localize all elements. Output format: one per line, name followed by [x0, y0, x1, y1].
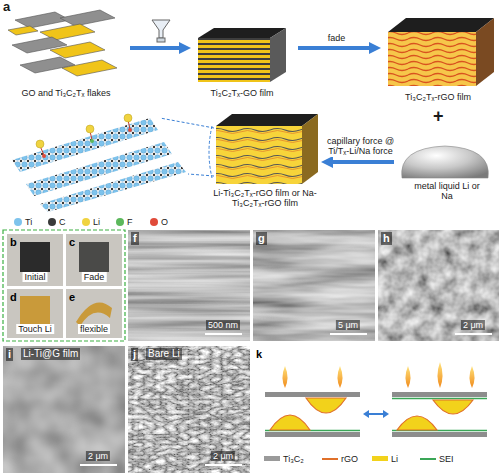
legend-text: F	[127, 217, 133, 227]
arrow-label: fade	[327, 33, 347, 43]
atom-swatch	[14, 218, 22, 226]
caption: GO and Ti₃C₂Tₓ flakes	[4, 88, 128, 98]
panel-letter: h	[381, 232, 392, 245]
panel-title: Li-Ti@G film	[21, 348, 80, 360]
film-illustration: Li-Ti₃C₂Tₓ-rGO film or Na-Ti₃C₂Tₓ-rGO fi…	[206, 108, 324, 220]
panel-letter: a	[3, 0, 10, 15]
sem-panel: j Bare Li 2 μm	[128, 346, 250, 473]
schematic-panel: k	[253, 346, 499, 473]
photo-panel: bInitial	[7, 234, 63, 286]
line-swatch	[420, 458, 436, 460]
photo-caption: Touch Li	[16, 324, 54, 334]
panel-letter: k	[256, 348, 262, 361]
panel-letter: f	[131, 232, 139, 245]
photo-caption: Initial	[22, 272, 47, 282]
legend-text: O	[161, 217, 168, 227]
film-illustration: Ti₃C₂Tₓ-rGO film	[378, 8, 498, 108]
caption: metal liquid Li or Na	[414, 181, 480, 202]
panel-letter: i	[6, 348, 13, 361]
photo-caption: Fade	[82, 272, 107, 282]
atom-swatch	[82, 218, 90, 226]
process-arrow	[327, 160, 394, 164]
legend-text: Li	[391, 454, 398, 464]
photo-panel: dTouch Li	[7, 289, 63, 338]
photo-panel: e flexible	[66, 289, 122, 338]
process-arrow	[298, 46, 375, 50]
panel-title: Bare Li	[146, 348, 182, 360]
atom-swatch	[48, 218, 56, 226]
line-swatch	[322, 458, 338, 460]
panel-letter: c	[69, 236, 75, 249]
legend-swatch	[264, 456, 280, 461]
caption: Ti₃C₂Tₓ-rGO film	[378, 92, 498, 102]
sem-panel: i Li-Ti@G film 2 μm	[3, 346, 125, 473]
flakes-illustration: GO and Ti₃C₂Tₓ flakes	[4, 8, 128, 104]
atom-swatch	[116, 218, 124, 226]
process-arrow	[130, 46, 185, 50]
scale-bar-label: 2 μm	[211, 451, 235, 461]
sem-panel: g 5 μm	[253, 230, 375, 341]
panel-letter: j	[131, 348, 138, 361]
panel-letter: b	[10, 236, 17, 249]
caption: Ti₃C₂Tₓ-GO film	[188, 88, 296, 98]
plus-sign: +	[433, 106, 444, 127]
film-illustration: Ti₃C₂Tₓ-GO film	[188, 20, 296, 106]
legend-text: rGO	[341, 454, 358, 464]
atom-swatch	[150, 218, 158, 226]
panel-letter: g	[256, 232, 267, 245]
legend-text: Ti	[25, 217, 32, 227]
sem-panel: f 500 nm	[128, 230, 250, 341]
legend-text: Ti₃C₂	[283, 454, 304, 464]
scale-bar-label: 2 μm	[86, 451, 110, 461]
photo-caption: flexible	[78, 324, 110, 334]
legend-text: Li	[93, 217, 100, 227]
scale-bar-label: 2 μm	[461, 320, 485, 330]
scale-bar-label: 500 nm	[206, 320, 240, 330]
caption: Li-Ti₃C₂Tₓ-rGO film or Na-Ti₃C₂Tₓ-rGO fi…	[206, 188, 324, 209]
panel-letter: d	[10, 291, 17, 304]
arrow-label: capillary force @ Ti/Tₓ-Li/Na force	[321, 136, 401, 157]
panel-letter: e	[69, 291, 75, 304]
photo-panel: cFade	[66, 234, 122, 286]
sem-panel: h 2 μm	[378, 230, 499, 341]
legend-swatch	[372, 456, 388, 461]
legend-text: SEI	[439, 454, 454, 464]
legend-text: C	[59, 217, 66, 227]
metal-droplet: metal liquid Li or Na	[396, 140, 498, 210]
scale-bar-label: 5 μm	[336, 320, 360, 330]
